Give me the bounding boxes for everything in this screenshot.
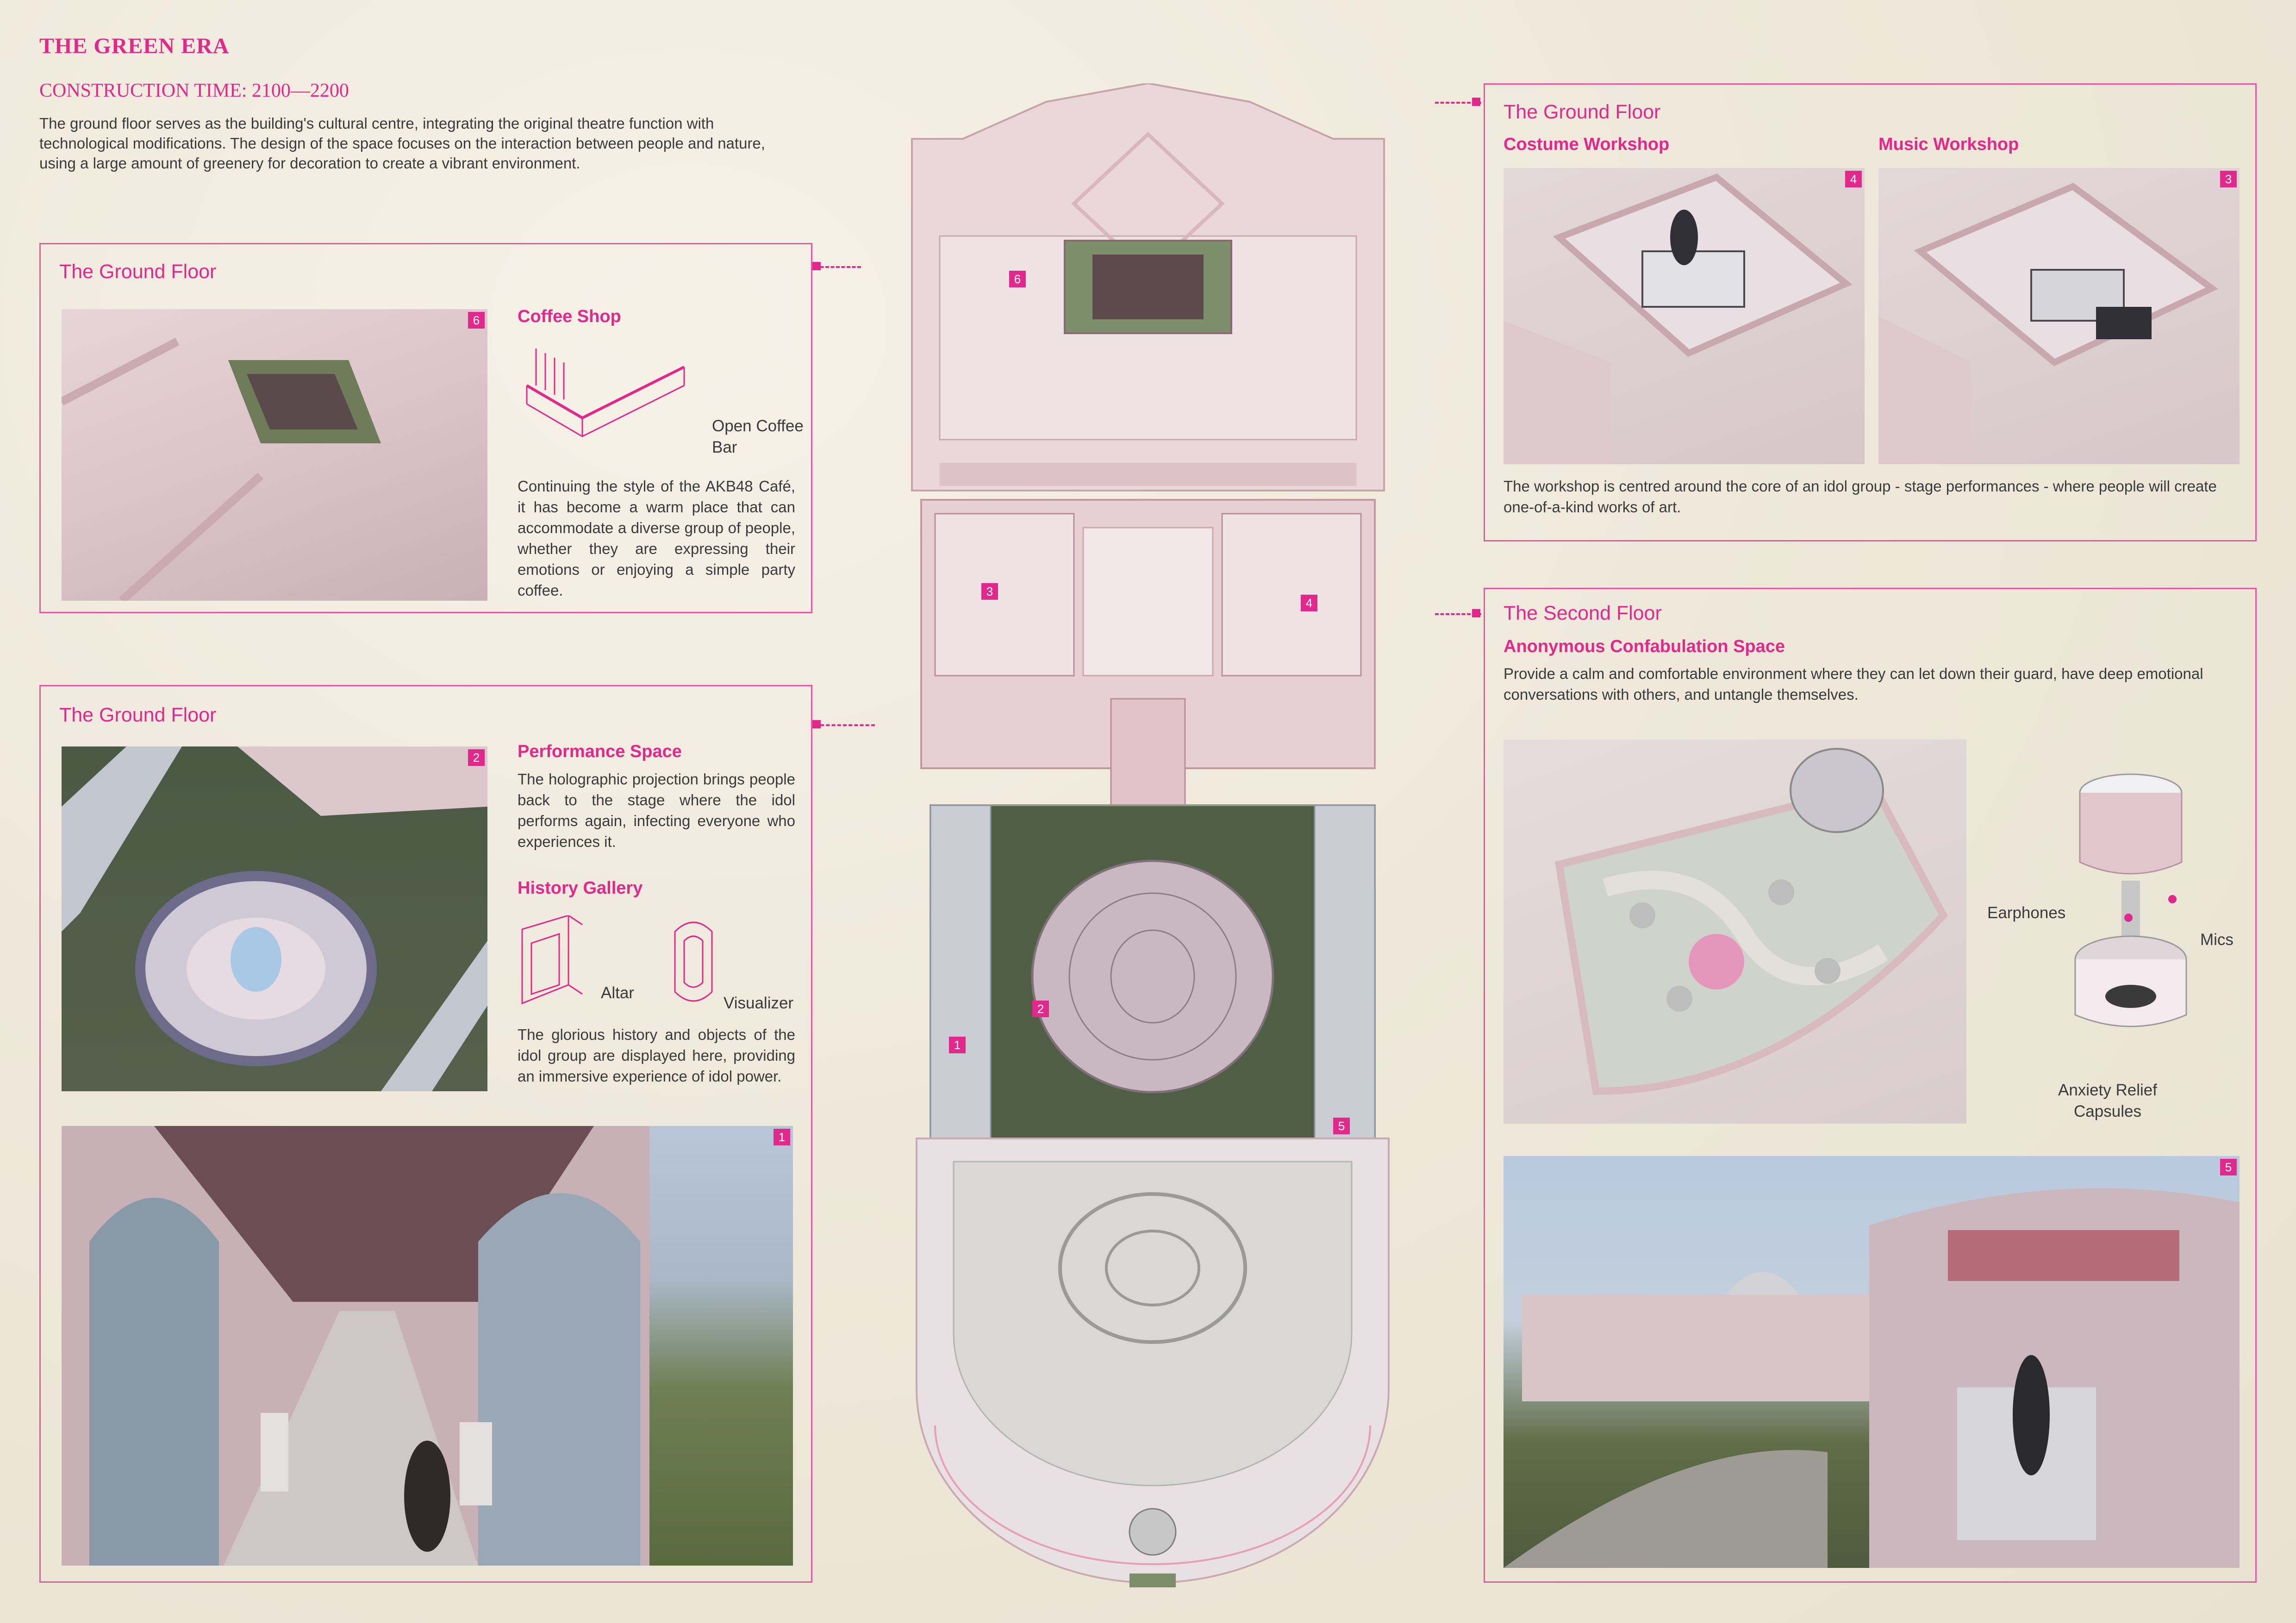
- section-text: The glorious history and objects of the …: [518, 1026, 795, 1085]
- coffee-bar-diagram: [518, 339, 693, 460]
- plan-tag-4: 4: [1301, 595, 1317, 611]
- label-mics: Mics: [2200, 931, 2234, 949]
- plan-tag-5: 5: [1333, 1118, 1350, 1134]
- costume-workshop-render: 4: [1504, 168, 1865, 464]
- plan-tag-1: 1: [949, 1037, 966, 1053]
- section-heading: Anonymous Confabulation Space: [1504, 637, 1785, 656]
- panel-second-floor: The Second Floor Anonymous Confabulation…: [1484, 588, 2257, 1583]
- panel-title: The Ground Floor: [1504, 101, 1661, 123]
- connector-performance: [815, 724, 875, 726]
- connector-workshop: [1435, 102, 1481, 104]
- intro-text: The ground floor serves as the building'…: [39, 115, 765, 172]
- photo-tag: 2: [468, 749, 485, 766]
- photo-tag: 5: [2220, 1159, 2237, 1175]
- music-workshop-render: 3: [1878, 168, 2240, 464]
- coffee-shop-render: 6: [62, 309, 487, 601]
- panel-coffee-shop: The Ground Floor 6 Coffee Shop Open Coff…: [39, 243, 812, 613]
- altar-icon: [518, 914, 596, 1008]
- building-axonometric-drawing: [911, 82, 1390, 1587]
- section-text: Provide a calm and comfortable environme…: [1504, 665, 2203, 703]
- panel-title: The Second Floor: [1504, 602, 1662, 624]
- confabulation-space-render: [1504, 740, 1966, 1124]
- photo-tag: 1: [774, 1129, 790, 1145]
- panel-title: The Ground Floor: [59, 261, 217, 283]
- photo-tag: 6: [468, 312, 485, 329]
- connector-coffee: [815, 266, 861, 268]
- label-altar: Altar: [601, 984, 634, 1002]
- connector-dot: [812, 262, 821, 270]
- panel-title: The Ground Floor: [59, 704, 217, 726]
- capsule-diagram: [2064, 765, 2198, 1043]
- label-visualizer: Visualizer: [724, 994, 794, 1012]
- connector-dot: [1472, 98, 1480, 106]
- section-text: Continuing the style of the AKB48 Café, …: [518, 478, 795, 599]
- plan-tag-3: 3: [981, 583, 998, 600]
- confabulation-render-perspective: 5: [1504, 1156, 2240, 1568]
- history-gallery-render: 1: [62, 1126, 793, 1566]
- section-text: The workshop is centred around the core …: [1504, 478, 2217, 516]
- panel-performance: The Ground Floor 2 Performance Space The…: [39, 685, 812, 1583]
- building-axonometric: 6 3 4 2 1 5: [870, 82, 1435, 1587]
- section-heading: Performance Space: [518, 742, 682, 761]
- label-capsules: Anxiety Relief Capsules: [2058, 1081, 2157, 1120]
- section-heading: History Gallery: [518, 878, 643, 898]
- construction-time: CONSTRUCTION TIME: 2100—2200: [39, 80, 349, 101]
- connector-dot: [1472, 609, 1480, 617]
- connector-dot: [812, 720, 821, 728]
- performance-render: 2: [62, 746, 487, 1091]
- panel-workshops: The Ground Floor Costume Workshop Music …: [1484, 83, 2257, 541]
- photo-tag: 3: [2220, 171, 2237, 187]
- section-heading: Costume Workshop: [1504, 135, 1670, 154]
- photo-tag: 4: [1845, 171, 1862, 187]
- section-text: The holographic projection brings people…: [518, 771, 795, 850]
- connector-second: [1435, 613, 1481, 615]
- plan-tag-6: 6: [1009, 271, 1026, 287]
- label-earphones: Earphones: [1987, 904, 2066, 922]
- section-heading: Coffee Shop: [518, 307, 621, 326]
- page-title: THE GREEN ERA: [39, 34, 230, 58]
- visualizer-icon: [666, 913, 721, 1010]
- section-heading: Music Workshop: [1878, 135, 2019, 154]
- plan-tag-2: 2: [1032, 1001, 1049, 1017]
- diagram-label: Open Coffee Bar: [712, 417, 804, 456]
